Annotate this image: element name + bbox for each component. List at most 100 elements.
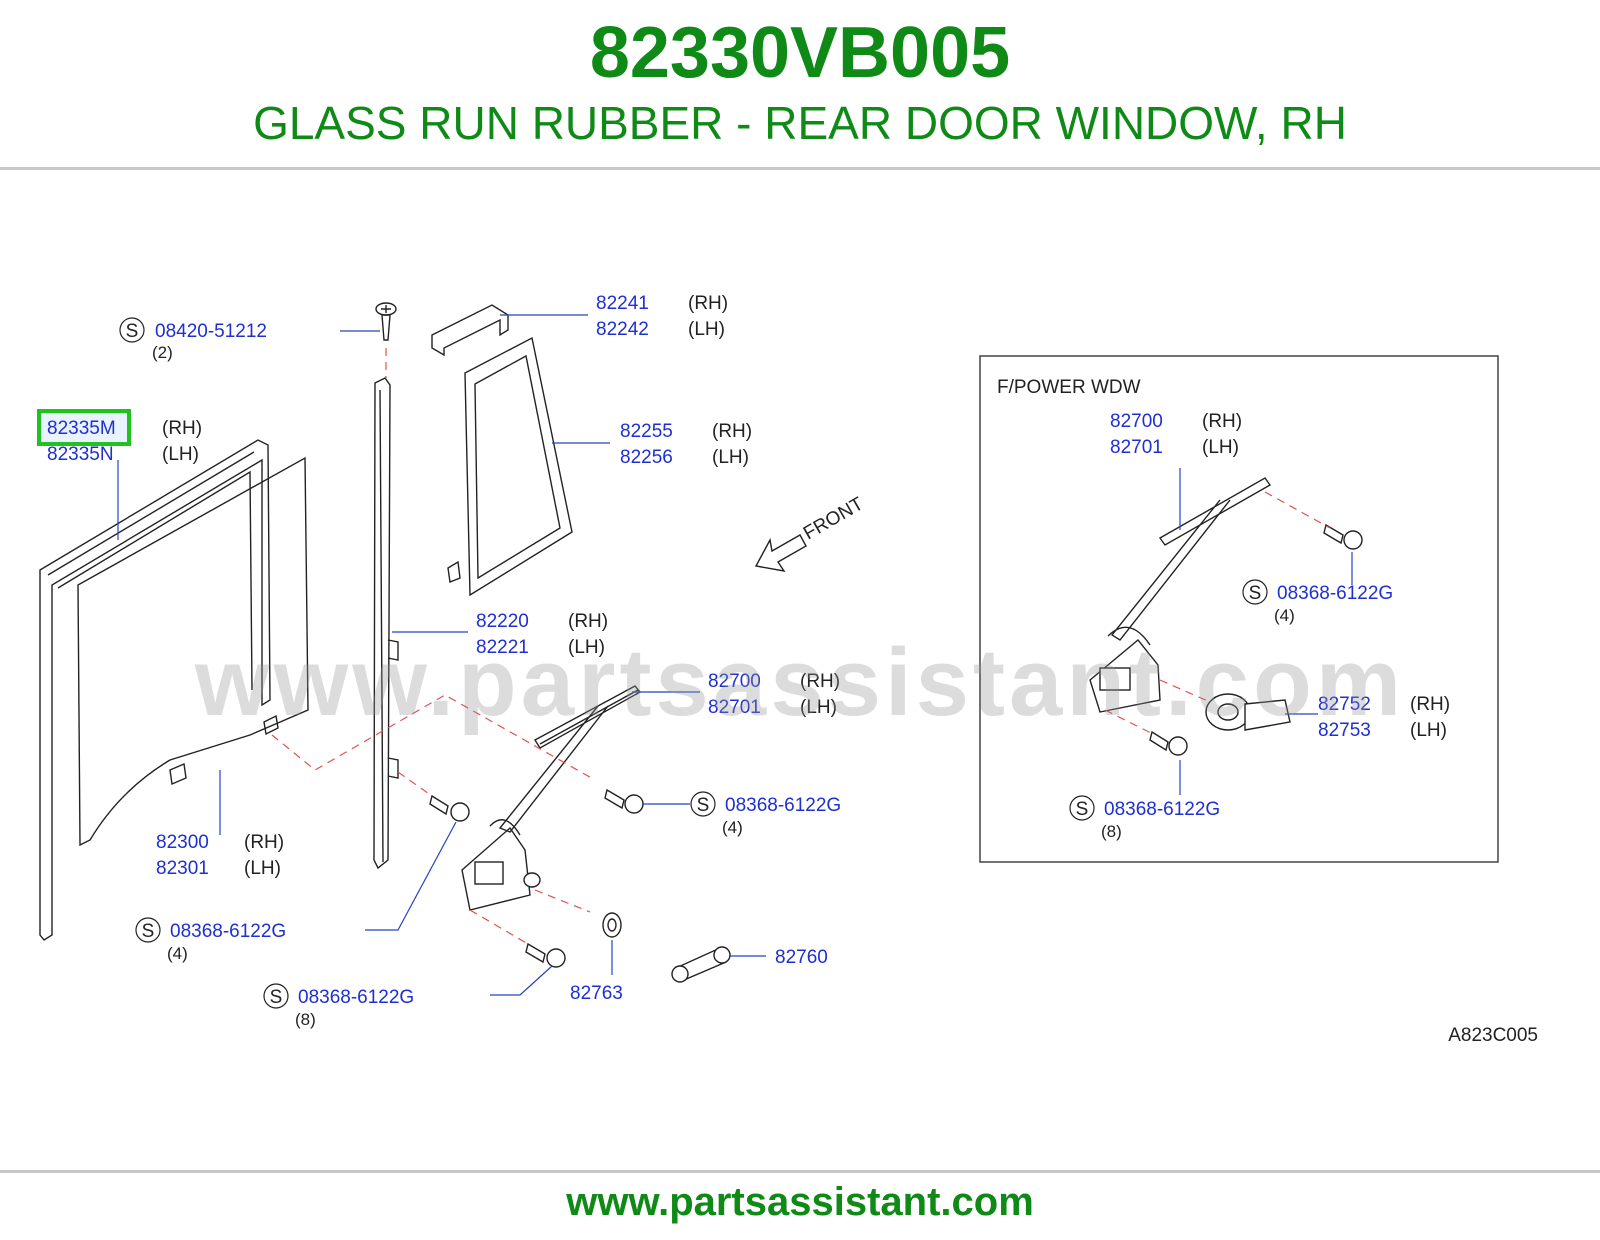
service-badge bbox=[135, 917, 161, 943]
callout-screw-top: S 08420-51212 (2) bbox=[119, 317, 267, 362]
part-number-label[interactable]: 82700 bbox=[708, 671, 761, 692]
service-badge-text: S bbox=[126, 321, 139, 342]
part-number-label[interactable]: 08368-6122G bbox=[1104, 799, 1220, 820]
inset-assembly-lines bbox=[1104, 491, 1331, 736]
part-number-label-highlighted[interactable]: 82335M bbox=[47, 418, 116, 439]
bolt-drawings bbox=[429, 788, 644, 968]
part-number-label[interactable]: 08368-6122G bbox=[725, 795, 841, 816]
side-label: (LH) bbox=[800, 697, 837, 718]
front-label: FRONT bbox=[800, 493, 868, 544]
inset-motor-drawing bbox=[1205, 693, 1291, 731]
service-badge bbox=[1242, 579, 1268, 605]
header-divider bbox=[0, 167, 1600, 170]
inset-bolt-drawings bbox=[1149, 523, 1363, 756]
side-label: (RH) bbox=[244, 832, 284, 853]
footer-url-link[interactable]: www.partsassistant.com bbox=[566, 1180, 1034, 1224]
inset-callout-bolt-top: S 08368-6122G (4) bbox=[1242, 579, 1393, 625]
diagram-code: A823C005 bbox=[1448, 1025, 1538, 1046]
quantity-label: (4) bbox=[167, 944, 188, 963]
side-label: (LH) bbox=[568, 637, 605, 658]
part-number-label[interactable]: 82241 bbox=[596, 293, 649, 314]
service-badge-text: S bbox=[1076, 799, 1089, 820]
inset-leader-lines bbox=[1179, 468, 1353, 795]
side-label: (RH) bbox=[162, 418, 202, 439]
side-label: (LH) bbox=[1202, 437, 1239, 458]
part-number-label[interactable]: 82255 bbox=[620, 421, 673, 442]
callout-bolt-regulator: S 08368-6122G (4) bbox=[690, 791, 841, 837]
handle-drawing bbox=[671, 946, 731, 983]
part-description: GLASS RUN RUBBER - REAR DOOR WINDOW, RH bbox=[253, 97, 1347, 149]
part-number-label[interactable]: 82753 bbox=[1318, 720, 1371, 741]
side-label: (RH) bbox=[800, 671, 840, 692]
callout-sash-top: 82241 (RH) 82242 (LH) bbox=[596, 293, 728, 340]
part-number-label[interactable]: 82301 bbox=[156, 858, 209, 879]
assembly-lines bbox=[271, 348, 596, 945]
service-badge bbox=[1069, 795, 1095, 821]
part-number-label[interactable]: 82335N bbox=[47, 444, 114, 465]
leader-lines bbox=[117, 314, 766, 996]
part-number-label[interactable]: 82763 bbox=[570, 983, 623, 1004]
side-label: (LH) bbox=[688, 319, 725, 340]
inset-callout-bolt-bottom: S 08368-6122G (8) bbox=[1069, 795, 1220, 841]
service-badge bbox=[690, 791, 716, 817]
part-number-label[interactable]: 08420-51212 bbox=[155, 321, 267, 342]
part-number-label[interactable]: 82700 bbox=[1110, 411, 1163, 432]
part-number-label[interactable]: 82221 bbox=[476, 637, 529, 658]
inset-panel bbox=[979, 355, 1499, 863]
part-number-label[interactable]: 82760 bbox=[775, 947, 828, 968]
side-label: (RH) bbox=[1410, 694, 1450, 715]
side-label: (LH) bbox=[1410, 720, 1447, 741]
quarter-glass-drawing bbox=[431, 304, 573, 597]
quantity-label: (2) bbox=[152, 343, 173, 362]
footer-divider bbox=[0, 1170, 1600, 1173]
regulator-drawing bbox=[461, 685, 642, 911]
side-label: (LH) bbox=[712, 447, 749, 468]
page-header: 82330VB005 GLASS RUN RUBBER - REAR DOOR … bbox=[0, 0, 1600, 170]
inset-callout-motor: 82752 (RH) 82753 (LH) bbox=[1318, 694, 1450, 741]
inset-title: F/POWER WDW bbox=[997, 377, 1141, 398]
part-number-label[interactable]: 82242 bbox=[596, 319, 649, 340]
callout-quarter-glass: 82255 (RH) 82256 (LH) bbox=[620, 421, 752, 468]
service-badge-text: S bbox=[1249, 583, 1262, 604]
service-badge-text: S bbox=[270, 987, 283, 1008]
part-number-label[interactable]: 08368-6122G bbox=[1277, 583, 1393, 604]
watermark: www.partsassistant.com bbox=[194, 629, 1406, 736]
side-label: (LH) bbox=[162, 444, 199, 465]
part-number-label[interactable]: 82701 bbox=[1110, 437, 1163, 458]
part-number-label[interactable]: 08368-6122G bbox=[298, 987, 414, 1008]
screw-drawing bbox=[375, 302, 397, 341]
front-arrow bbox=[754, 534, 807, 572]
part-number-title: 82330VB005 bbox=[589, 13, 1011, 93]
service-badge-text: S bbox=[697, 795, 710, 816]
part-number-label[interactable]: 82256 bbox=[620, 447, 673, 468]
glass-run-rubber-drawing bbox=[39, 439, 271, 941]
washer-drawing bbox=[602, 912, 622, 938]
side-label: (RH) bbox=[1202, 411, 1242, 432]
part-number-label[interactable]: 08368-6122G bbox=[170, 921, 286, 942]
quantity-label: (8) bbox=[1101, 822, 1122, 841]
side-label: (RH) bbox=[712, 421, 752, 442]
service-badge bbox=[119, 317, 145, 343]
channel-drawing bbox=[373, 377, 399, 870]
side-label: (RH) bbox=[568, 611, 608, 632]
side-label: (LH) bbox=[244, 858, 281, 879]
callout-channel: 82220 (RH) 82221 (LH) bbox=[476, 611, 608, 658]
callout-bolt-lower: S 08368-6122G (8) bbox=[263, 983, 414, 1029]
highlight-box bbox=[37, 409, 131, 446]
part-number-label[interactable]: 82752 bbox=[1318, 694, 1371, 715]
side-label: (RH) bbox=[688, 293, 728, 314]
inset-regulator-drawing bbox=[1089, 477, 1272, 713]
service-badge-text: S bbox=[142, 921, 155, 942]
inset-callout-regulator: 82700 (RH) 82701 (LH) bbox=[1110, 411, 1242, 458]
callout-door-glass: 82300 (RH) 82301 (LH) bbox=[156, 832, 284, 879]
quantity-label: (4) bbox=[722, 818, 743, 837]
callout-bolt-channel: S 08368-6122G (4) bbox=[135, 917, 286, 963]
part-number-label[interactable]: 82701 bbox=[708, 697, 761, 718]
quantity-label: (8) bbox=[295, 1010, 316, 1029]
service-badge bbox=[263, 983, 289, 1009]
part-number-label[interactable]: 82220 bbox=[476, 611, 529, 632]
quantity-label: (4) bbox=[1274, 606, 1295, 625]
callout-regulator: 82700 (RH) 82701 (LH) bbox=[708, 671, 840, 718]
part-number-label[interactable]: 82300 bbox=[156, 832, 209, 853]
